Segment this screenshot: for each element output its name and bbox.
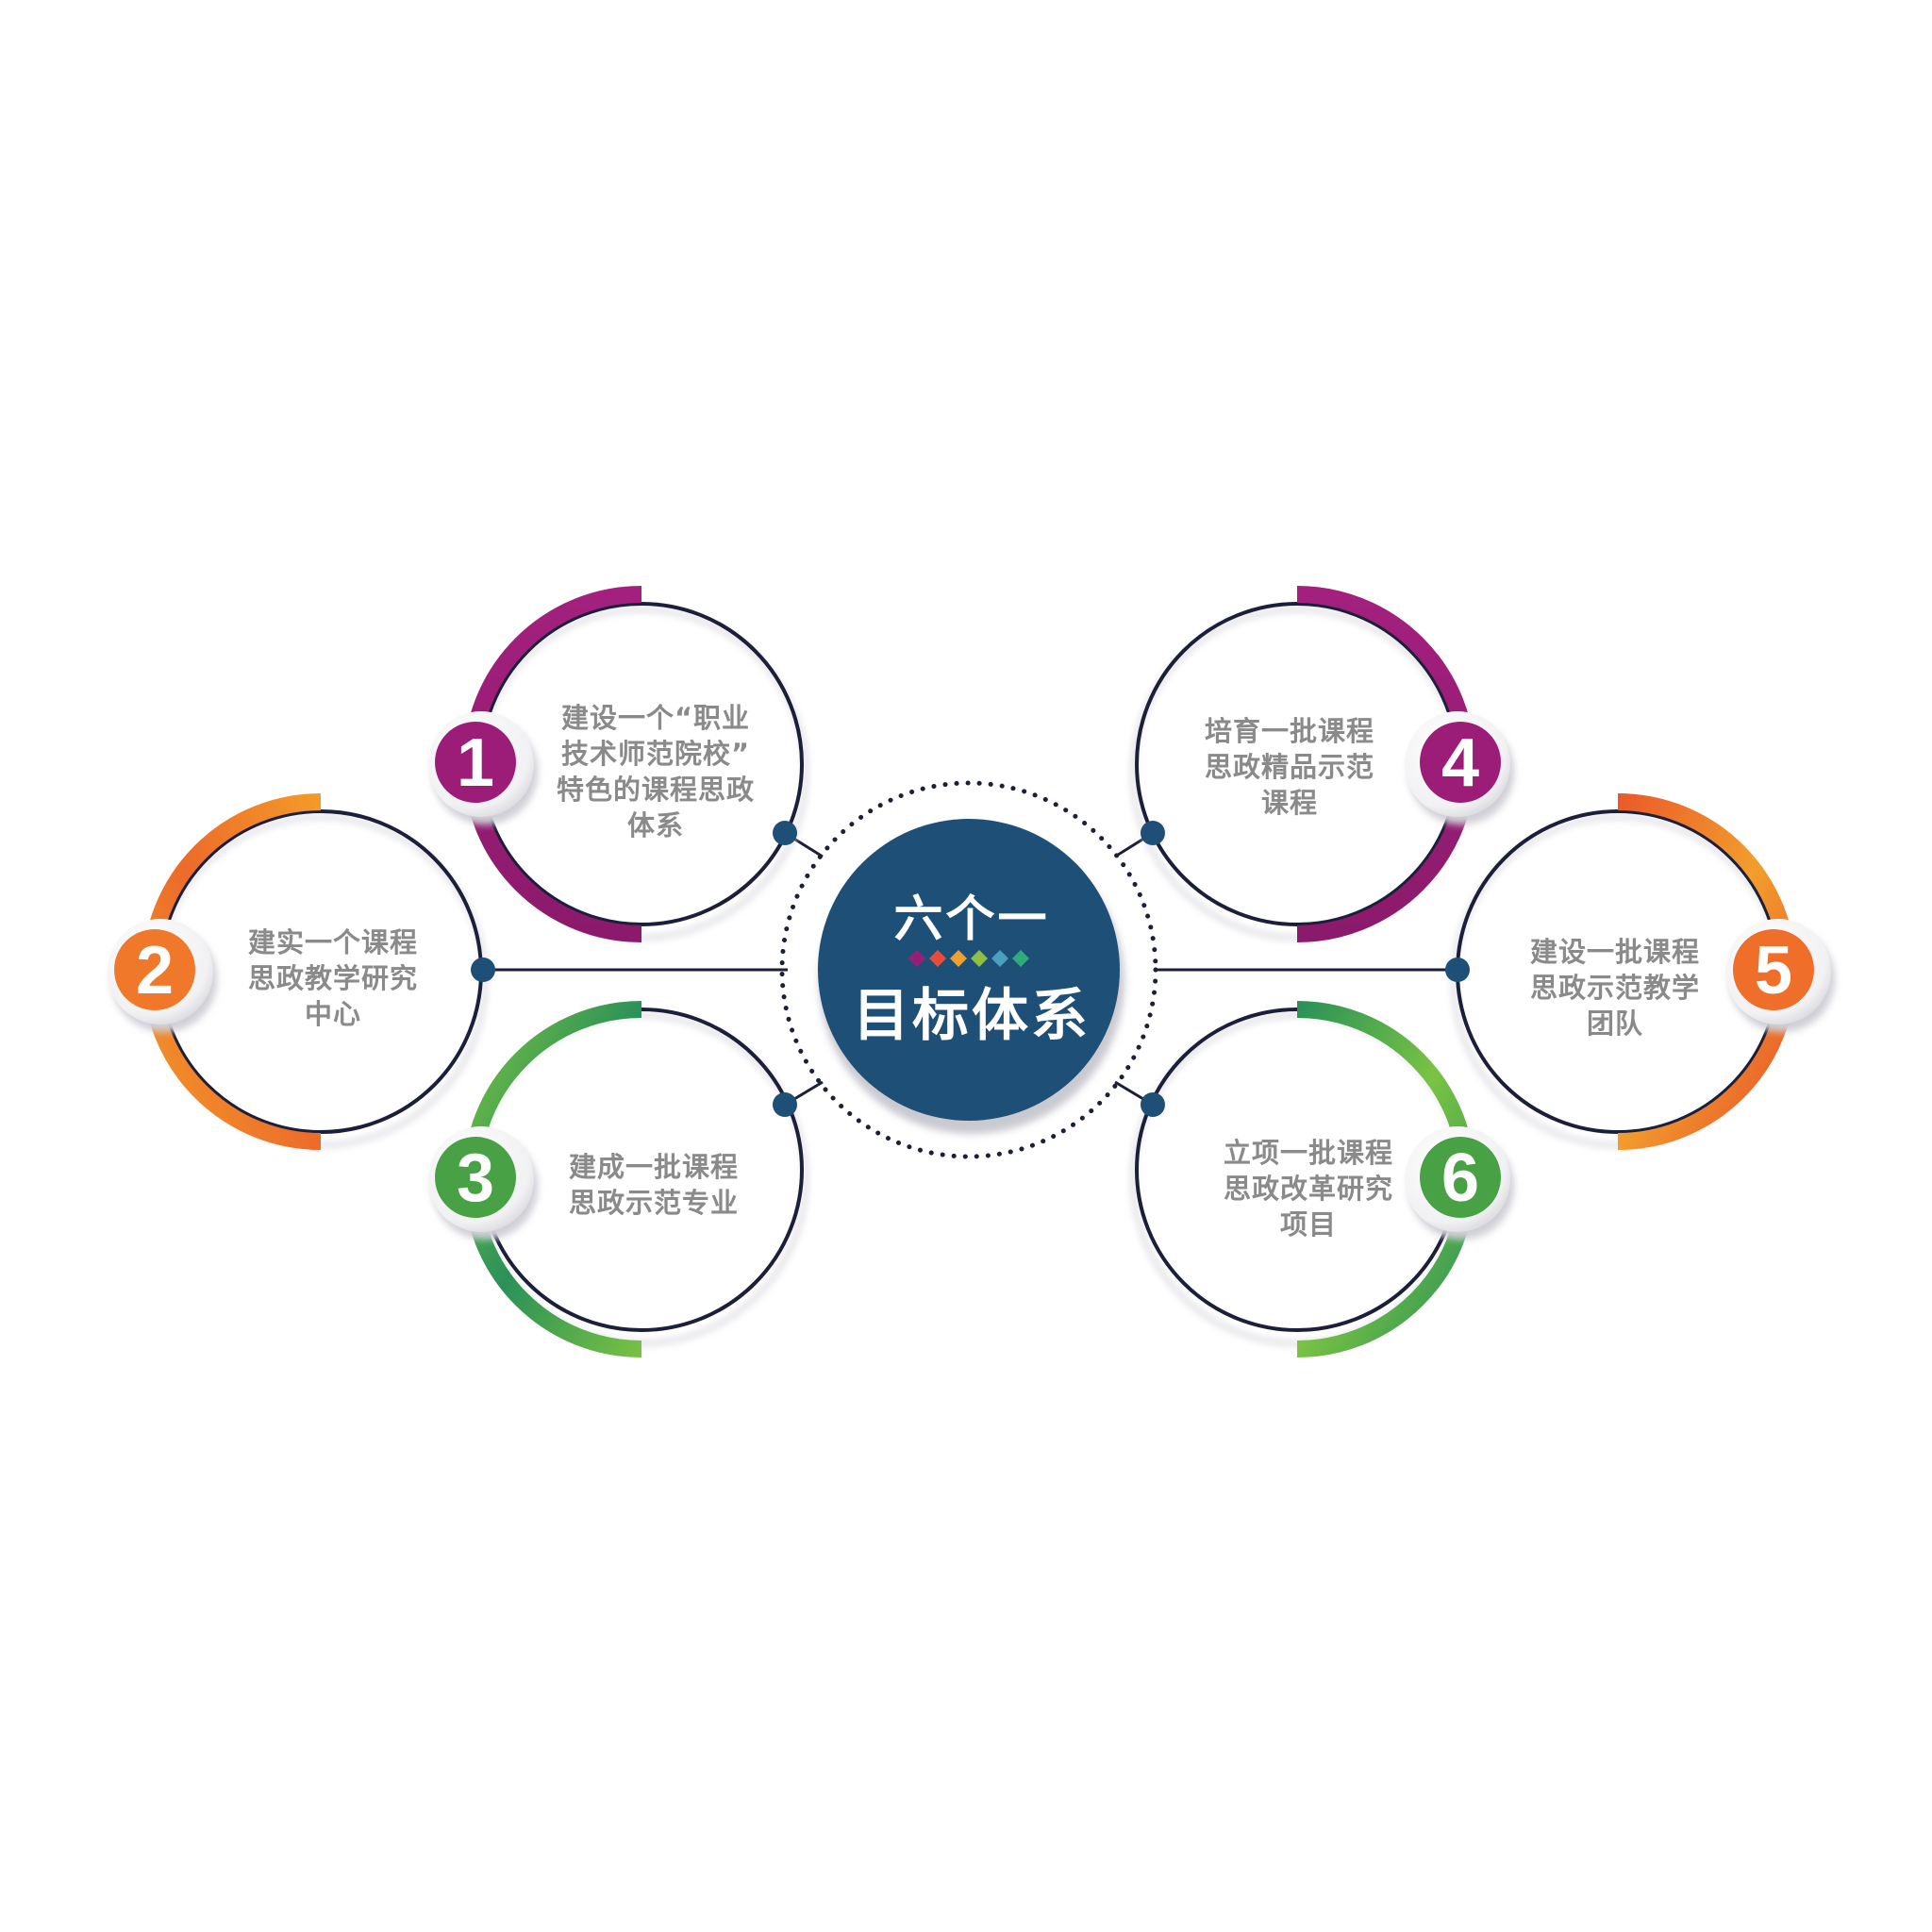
node-5: 5 <box>1445 793 1835 1150</box>
node-1-text-line: 技术师范院校” <box>560 738 751 770</box>
node-2-text: 建实一个课程 思政教学研究 中心 <box>220 924 446 1032</box>
node-4-text-line: 思政精品示范 <box>1204 751 1374 783</box>
center-dotted-ring <box>779 780 1158 1159</box>
center-title-line-1: 六个一 <box>893 891 1050 948</box>
node-1-text: 建设一个“职业 技术师范院校” 特色的课程思政 体系 <box>542 700 769 843</box>
node-6-connector-dot <box>1141 1092 1165 1117</box>
node-4-connector-dot <box>1141 821 1165 845</box>
color-diamond <box>908 950 925 967</box>
node-6: 6 <box>1130 1001 1514 1357</box>
node-6-badge <box>1420 1137 1501 1218</box>
node-6-text-line: 立项一批课程 <box>1223 1137 1393 1169</box>
node-2-text-line: 中心 <box>304 998 361 1030</box>
node-2-number: 2 <box>136 933 174 1008</box>
center-circle <box>818 819 1120 1121</box>
node-6-text: 立项一批课程 思政改革研究 项目 <box>1195 1135 1422 1242</box>
node-2-text-line: 思政教学研究 <box>247 962 418 994</box>
node-4: 4 <box>1130 586 1514 942</box>
node-3-connector-dot <box>773 1092 797 1117</box>
color-diamond <box>929 950 946 967</box>
node-4-text-line: 课程 <box>1260 787 1318 819</box>
node-6-number: 6 <box>1441 1141 1479 1216</box>
node-3: 3 <box>428 1001 808 1357</box>
node-5-text: 建设一批课程 思政示范教学 团队 <box>1502 934 1728 1041</box>
node-3-text-line: 思政示范专业 <box>568 1187 739 1219</box>
node-5-text-line: 思政示范教学 <box>1529 972 1700 1004</box>
color-diamond <box>950 950 967 967</box>
node-3-text-line: 建成一批课程 <box>568 1151 739 1183</box>
color-diamond <box>991 950 1008 967</box>
node-5-number: 5 <box>1755 933 1792 1008</box>
node-4-text-line: 培育一批课程 <box>1204 715 1374 747</box>
node-1-number: 1 <box>457 725 494 801</box>
node-1-text-line: 特色的课程思政 <box>556 774 755 806</box>
node-2-text-line: 建实一个课程 <box>247 926 418 958</box>
node-3-number: 3 <box>457 1141 494 1216</box>
node-1-connector-dot <box>773 821 797 845</box>
node-4-badge <box>1420 722 1501 803</box>
center-hub <box>779 780 1158 1159</box>
node-3-text: 建成一批课程 思政示范专业 <box>541 1149 767 1221</box>
node-4-number: 4 <box>1441 725 1479 801</box>
node-5-text-line: 团队 <box>1586 1008 1643 1040</box>
node-4-text: 培育一批课程 思政精品示范 课程 <box>1176 713 1403 821</box>
node-5-badge <box>1733 929 1814 1010</box>
node-6-text-line: 思政改革研究 <box>1223 1173 1393 1205</box>
node-1: 1 <box>428 586 808 942</box>
color-diamond <box>971 950 988 967</box>
node-2: 2 <box>108 793 495 1150</box>
color-diamond <box>1012 950 1029 967</box>
node-3-badge <box>435 1137 516 1218</box>
node-5-text-line: 建设一批课程 <box>1529 936 1700 968</box>
node-2-badge <box>114 929 195 1010</box>
node-1-text-line: 体系 <box>626 809 684 841</box>
node-2-connector-dot <box>471 958 495 982</box>
node-6-text-line: 项目 <box>1279 1208 1337 1241</box>
color-diamonds <box>908 950 1029 967</box>
center-title-line-2: 目标体系 <box>853 983 1091 1049</box>
node-1-badge <box>435 722 516 803</box>
node-1-text-line: 建设一个“职业 <box>560 702 751 734</box>
node-5-connector-dot <box>1445 958 1470 982</box>
